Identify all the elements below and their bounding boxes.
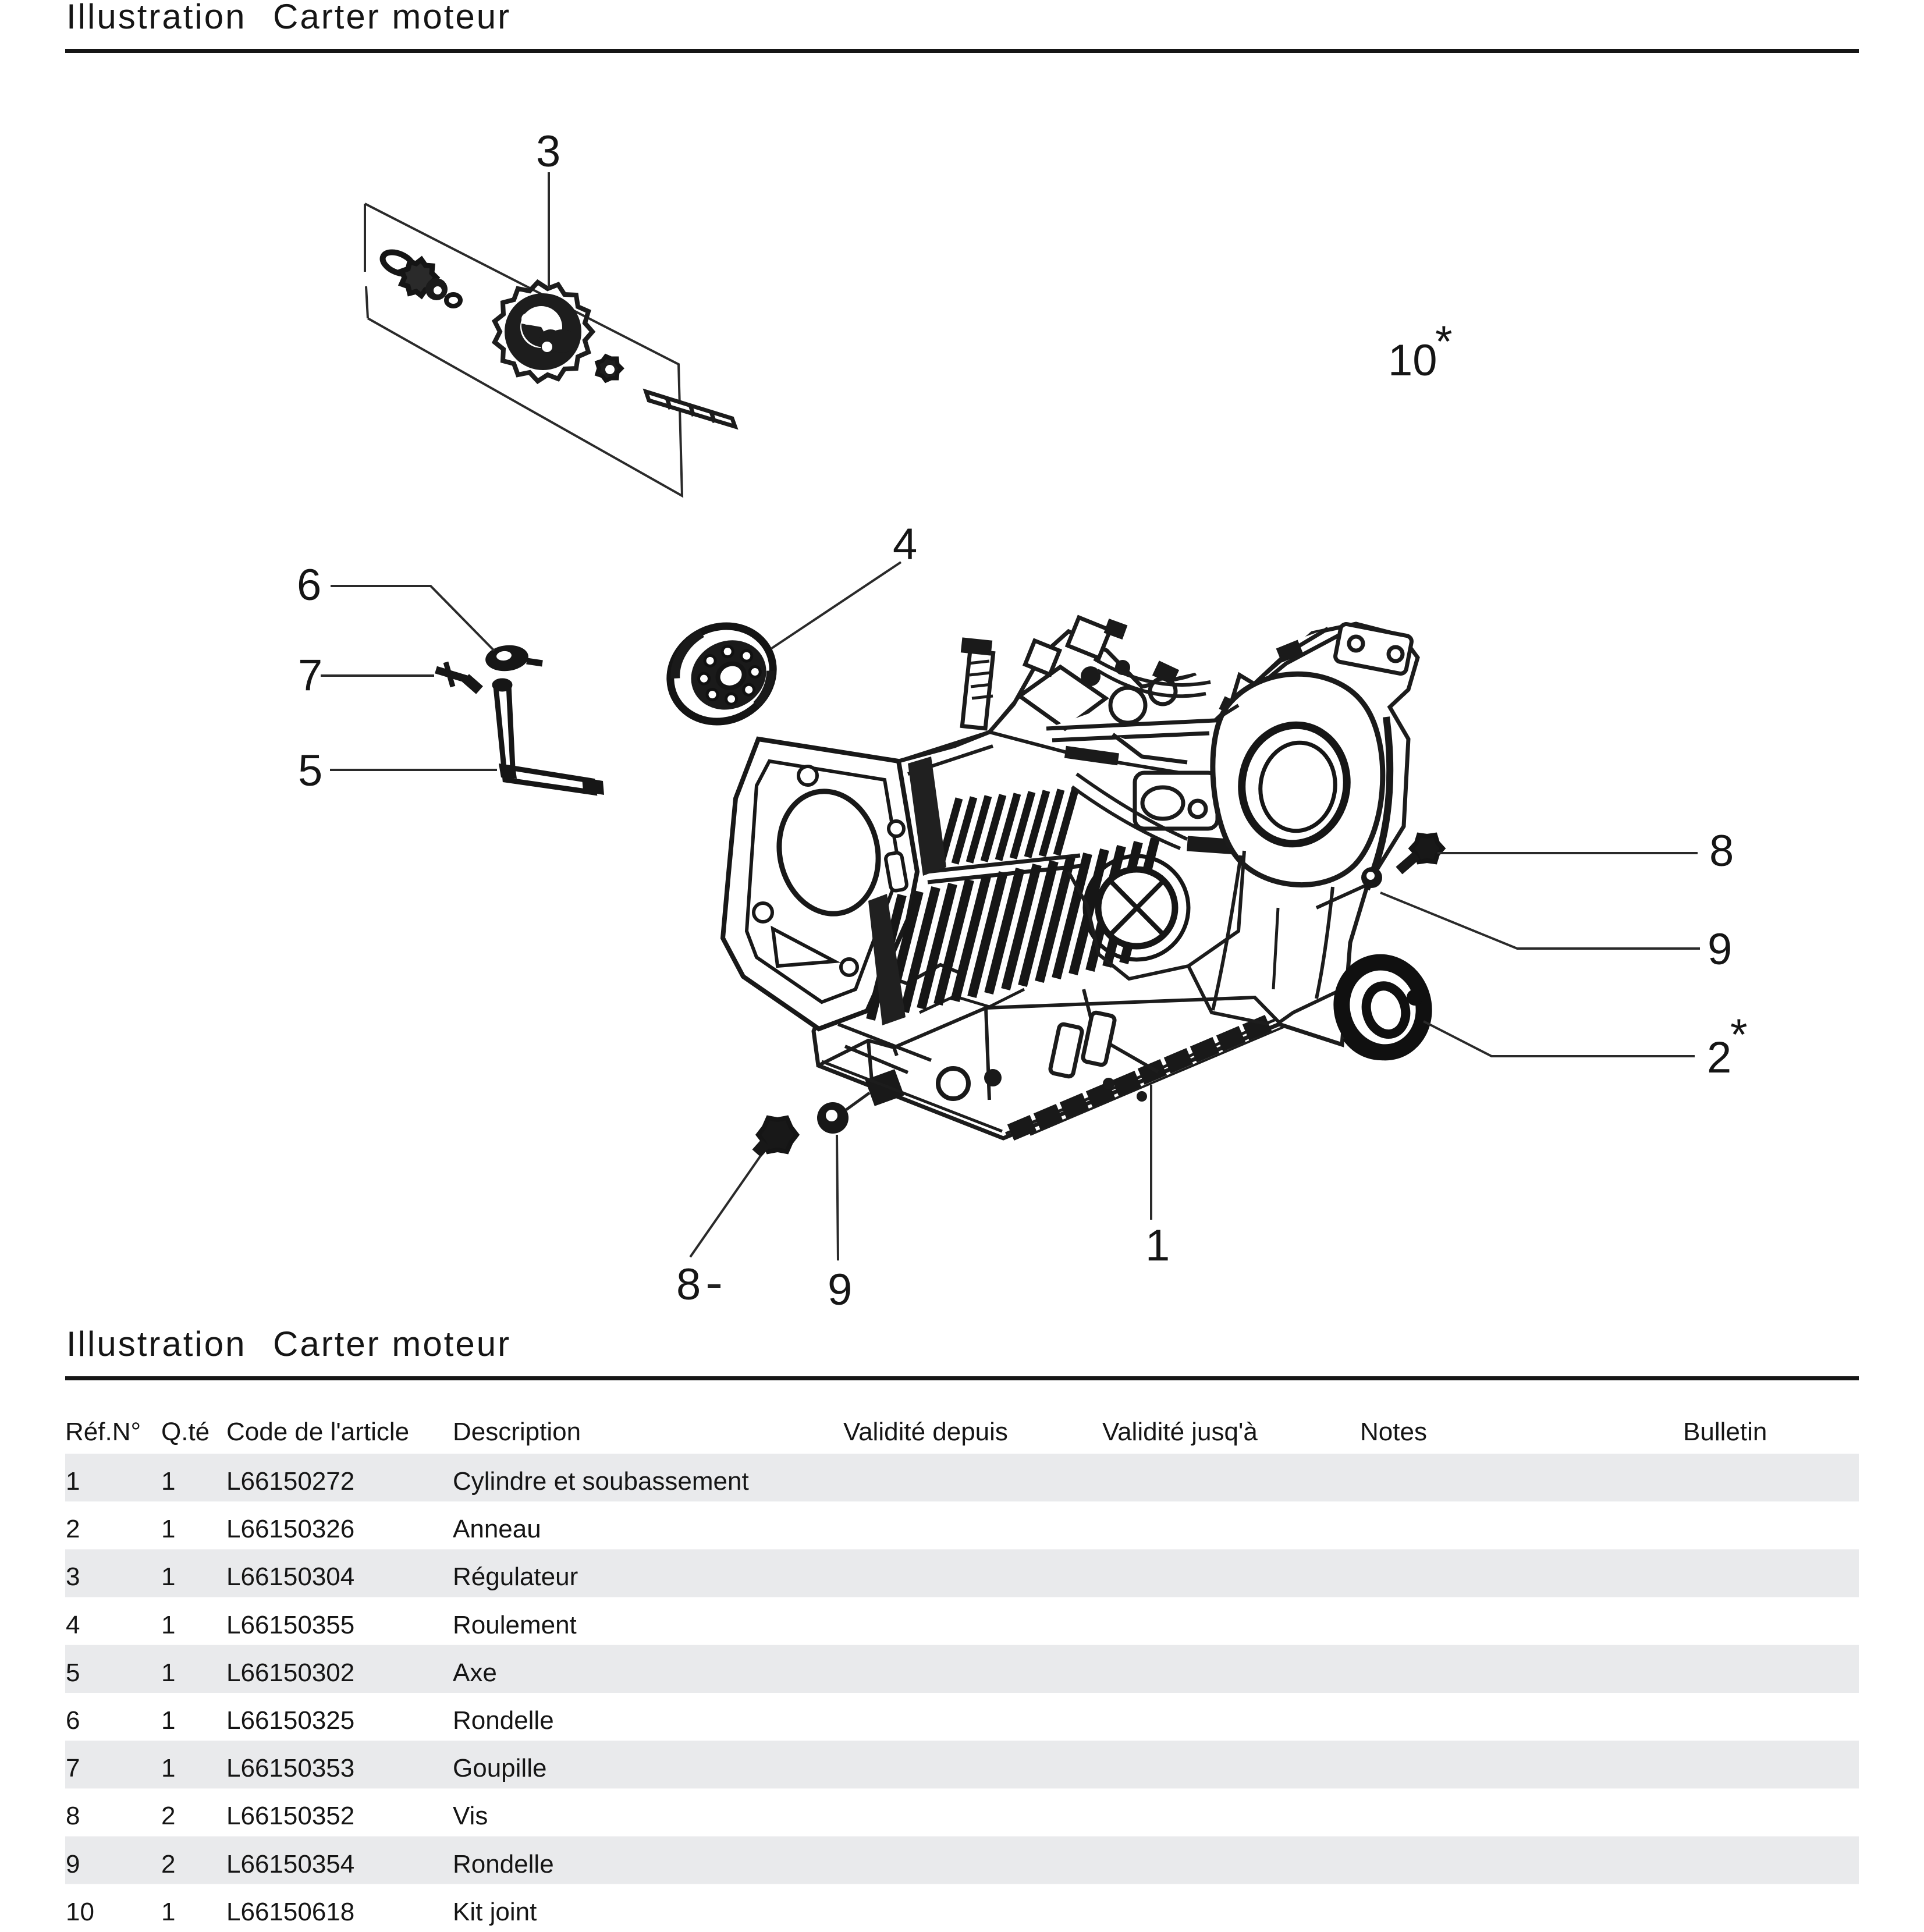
svg-text:L66150618: L66150618 (226, 1898, 354, 1926)
svg-text:10: 10 (1388, 336, 1437, 385)
svg-text:Validité depuis: Validité depuis (843, 1418, 1008, 1446)
svg-text:*: * (1435, 317, 1453, 367)
svg-text:5: 5 (298, 746, 322, 795)
svg-text:6: 6 (66, 1706, 80, 1735)
svg-text:Carter moteur: Carter moteur (273, 1324, 511, 1363)
svg-text:2: 2 (1707, 1033, 1731, 1082)
svg-text:1: 1 (161, 1467, 175, 1496)
svg-text:4: 4 (66, 1611, 80, 1639)
svg-text:2: 2 (161, 1802, 175, 1830)
svg-text:Code de l'article: Code de l'article (226, 1418, 409, 1446)
svg-text:1: 1 (161, 1515, 175, 1543)
svg-text:L66150304: L66150304 (226, 1562, 354, 1591)
svg-text:L66150326: L66150326 (226, 1515, 354, 1543)
svg-text:9: 9 (828, 1265, 852, 1315)
svg-text:1: 1 (161, 1562, 175, 1591)
svg-text:Illustration: Illustration (66, 1324, 246, 1363)
svg-text:2: 2 (66, 1515, 80, 1543)
svg-text:Réf.N°: Réf.N° (65, 1418, 141, 1446)
svg-text:Validité jusq'à: Validité jusq'à (1102, 1418, 1258, 1446)
svg-text:7: 7 (66, 1754, 80, 1782)
svg-text:1: 1 (1145, 1221, 1170, 1270)
svg-text:Q.té: Q.té (161, 1418, 210, 1446)
svg-text:3: 3 (536, 127, 560, 176)
svg-text:Goupille: Goupille (453, 1754, 546, 1782)
svg-text:Cylindre et soubassement: Cylindre et soubassement (453, 1467, 749, 1496)
svg-text:Kit joint: Kit joint (453, 1898, 537, 1926)
svg-text:Carter moteur: Carter moteur (273, 0, 511, 36)
svg-text:L66150355: L66150355 (226, 1611, 354, 1639)
svg-text:6: 6 (297, 560, 321, 610)
svg-text:9: 9 (1708, 925, 1732, 974)
svg-text:1: 1 (161, 1658, 175, 1687)
svg-text:Axe: Axe (453, 1658, 497, 1687)
svg-text:L66150325: L66150325 (226, 1706, 354, 1735)
svg-text:Notes: Notes (1360, 1418, 1427, 1446)
svg-text:1: 1 (66, 1467, 80, 1496)
svg-text:2: 2 (161, 1850, 175, 1878)
svg-text:L66150353: L66150353 (226, 1754, 354, 1782)
svg-text:7: 7 (298, 651, 322, 700)
svg-text:L66150302: L66150302 (226, 1658, 354, 1687)
svg-text:L66150352: L66150352 (226, 1802, 354, 1830)
svg-text:Vis: Vis (453, 1802, 488, 1830)
svg-text:10: 10 (66, 1898, 94, 1926)
svg-text:Roulement: Roulement (453, 1611, 577, 1639)
svg-text:Rondelle: Rondelle (453, 1850, 554, 1878)
svg-text:4: 4 (893, 520, 917, 569)
svg-text:1: 1 (161, 1611, 175, 1639)
svg-text:Illustration: Illustration (66, 0, 246, 36)
svg-text:1: 1 (161, 1706, 175, 1735)
svg-text:8: 8 (676, 1260, 701, 1309)
svg-text:8: 8 (1709, 826, 1734, 876)
svg-text:9: 9 (66, 1850, 80, 1878)
svg-text:L66150272: L66150272 (226, 1467, 354, 1496)
svg-text:8: 8 (66, 1802, 80, 1830)
svg-text:Régulateur: Régulateur (453, 1562, 578, 1591)
svg-text:1: 1 (161, 1754, 175, 1782)
svg-text:Description: Description (453, 1418, 581, 1446)
svg-text:*: * (1730, 1010, 1748, 1060)
svg-text:Bulletin: Bulletin (1683, 1418, 1767, 1446)
svg-text:Anneau: Anneau (453, 1515, 541, 1543)
svg-text:1: 1 (161, 1898, 175, 1926)
svg-text:5: 5 (66, 1658, 80, 1687)
svg-text:3: 3 (66, 1562, 80, 1591)
svg-text:L66150354: L66150354 (226, 1850, 354, 1878)
svg-text:Rondelle: Rondelle (453, 1706, 554, 1735)
